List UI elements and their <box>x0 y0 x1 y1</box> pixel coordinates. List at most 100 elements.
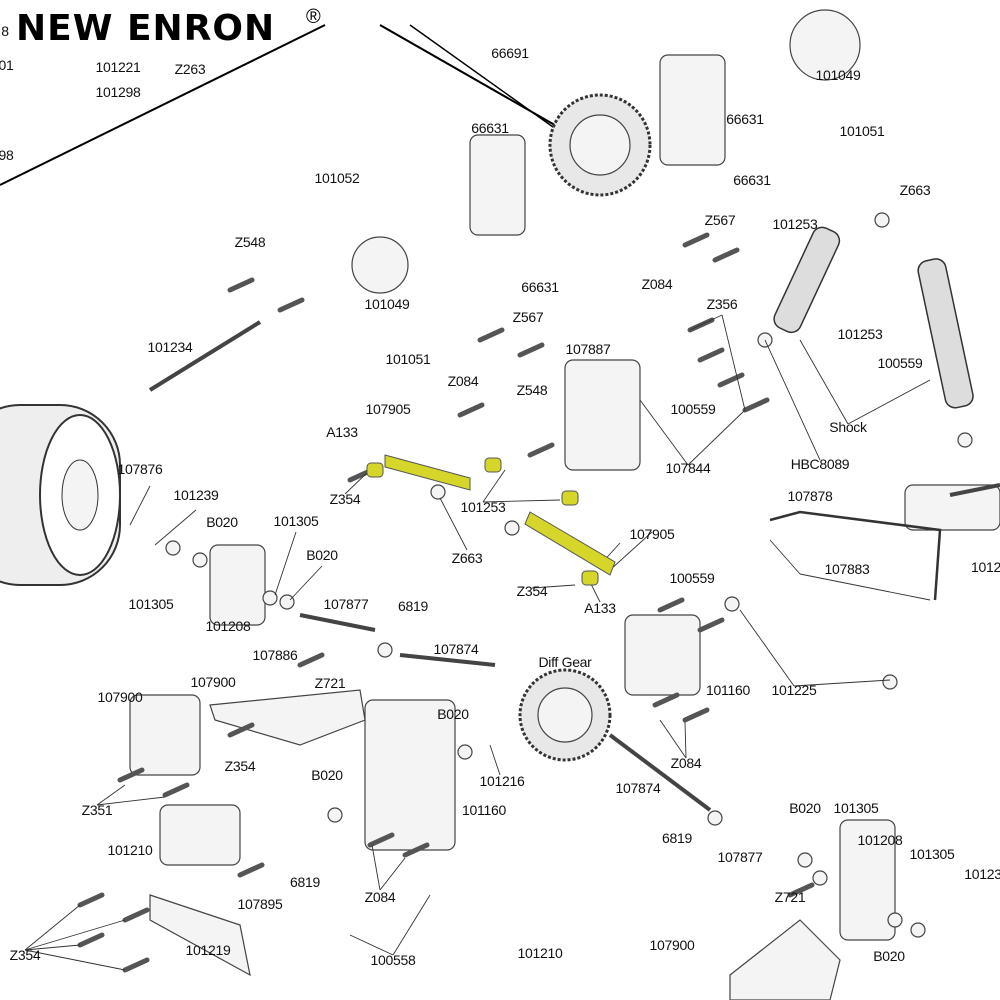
leader-line <box>24 919 126 951</box>
suspension-arm <box>729 919 841 1000</box>
part-number-label: Shock <box>829 419 867 436</box>
screw <box>457 402 485 418</box>
screw <box>77 932 105 948</box>
part-number-label: Z548 <box>516 382 548 399</box>
part-number-label: Z356 <box>706 296 738 313</box>
part-number-label: 101208 <box>205 618 251 635</box>
part-number-label: 1012 <box>971 559 1000 576</box>
part-number-label: Z084 <box>364 889 396 906</box>
part-number-label: 101221 <box>95 59 141 76</box>
part-number-label: 101253 <box>772 216 818 233</box>
part-number-label: Z351 <box>81 802 113 819</box>
part-number-label: 6819 <box>398 598 428 615</box>
driveshaft <box>148 320 262 392</box>
leader-line <box>482 499 561 503</box>
part-number-label: 100559 <box>877 355 923 372</box>
suspension-arm <box>209 689 366 746</box>
part-number-label: 107874 <box>615 780 661 797</box>
gear-hub <box>537 687 593 743</box>
leader-line <box>392 894 431 956</box>
leader-line <box>739 609 795 687</box>
driveshaft <box>949 483 1000 497</box>
turnbuckle-link-highlighted <box>524 511 616 576</box>
screw <box>117 767 145 783</box>
screw <box>237 862 265 878</box>
bearing <box>457 744 473 760</box>
part-number-label: 66631 <box>726 111 764 128</box>
part-number-label: 107874 <box>433 641 479 658</box>
part-number-label: 101049 <box>815 67 861 84</box>
part-number-label: 8 <box>1 23 9 40</box>
screw <box>162 782 190 798</box>
sway-bar <box>769 510 942 601</box>
screw <box>477 327 505 343</box>
part-number-label: Z263 <box>174 61 206 78</box>
housing <box>839 819 896 941</box>
bearing <box>707 810 723 826</box>
part-number-label: 107905 <box>629 526 675 543</box>
ball-end-highlighted <box>581 570 599 586</box>
part-number-label: 107895 <box>237 896 283 913</box>
part-number-label: B020 <box>873 948 905 965</box>
leader-line <box>721 314 746 411</box>
screw <box>367 832 395 848</box>
part-number-label: 101051 <box>839 123 885 140</box>
leader-line <box>371 844 381 891</box>
part-number-label: 107877 <box>323 596 369 613</box>
screw <box>77 892 105 908</box>
part-number-label: Diff Gear <box>538 654 592 671</box>
part-number-label: Z084 <box>641 276 673 293</box>
leader-line <box>24 904 81 951</box>
leader-line <box>344 469 371 495</box>
part-number-label: Z354 <box>516 583 548 600</box>
screw <box>697 617 725 633</box>
screw <box>227 277 255 293</box>
leader-line <box>379 857 406 891</box>
bearing <box>430 484 446 500</box>
part-number-label: 101219 <box>185 942 231 959</box>
housing <box>469 134 526 236</box>
leader-line <box>799 573 931 601</box>
part-number-label: 107900 <box>97 689 143 706</box>
leader-line <box>24 944 81 951</box>
screw <box>712 247 740 263</box>
screw <box>682 707 710 723</box>
part-number-label: A133 <box>326 424 358 441</box>
shock-absorber <box>917 258 974 409</box>
screw <box>517 342 545 358</box>
part-number-label: 100559 <box>669 570 715 587</box>
screw <box>527 442 555 458</box>
part-number-label: 6819 <box>290 874 320 891</box>
part-number-label: 107905 <box>365 401 411 418</box>
part-number-label: 101305 <box>833 800 879 817</box>
wheel-hub <box>61 459 99 531</box>
part-number-label: 107878 <box>787 488 833 505</box>
part-number-label: Z084 <box>447 373 479 390</box>
part-number-label: 101160 <box>706 682 750 699</box>
leader-line <box>769 539 801 575</box>
part-number-label: 107900 <box>190 674 236 691</box>
part-number-label: 101253 <box>837 326 883 343</box>
screw <box>297 652 325 668</box>
screw <box>227 722 255 738</box>
part-number-label: 101049 <box>364 296 410 313</box>
leader-line <box>129 485 151 526</box>
bearing <box>797 852 813 868</box>
housing <box>209 544 266 626</box>
leader-line <box>689 314 723 331</box>
section-divider <box>409 24 561 133</box>
bearing <box>874 212 890 228</box>
screw <box>277 297 305 313</box>
bearing <box>724 596 740 612</box>
part-number-label: 10123 <box>964 866 1000 883</box>
bearing <box>812 870 828 886</box>
part-number-label: 98 <box>0 147 14 164</box>
leader-line <box>96 784 126 806</box>
part-number-label: Z567 <box>512 309 544 326</box>
part-number-label: 107876 <box>117 461 163 478</box>
part-number-label: 101305 <box>273 513 319 530</box>
ball-end-highlighted <box>484 457 502 473</box>
ball-end-highlighted <box>366 462 384 478</box>
housing <box>624 614 701 696</box>
leader-line <box>609 531 653 571</box>
